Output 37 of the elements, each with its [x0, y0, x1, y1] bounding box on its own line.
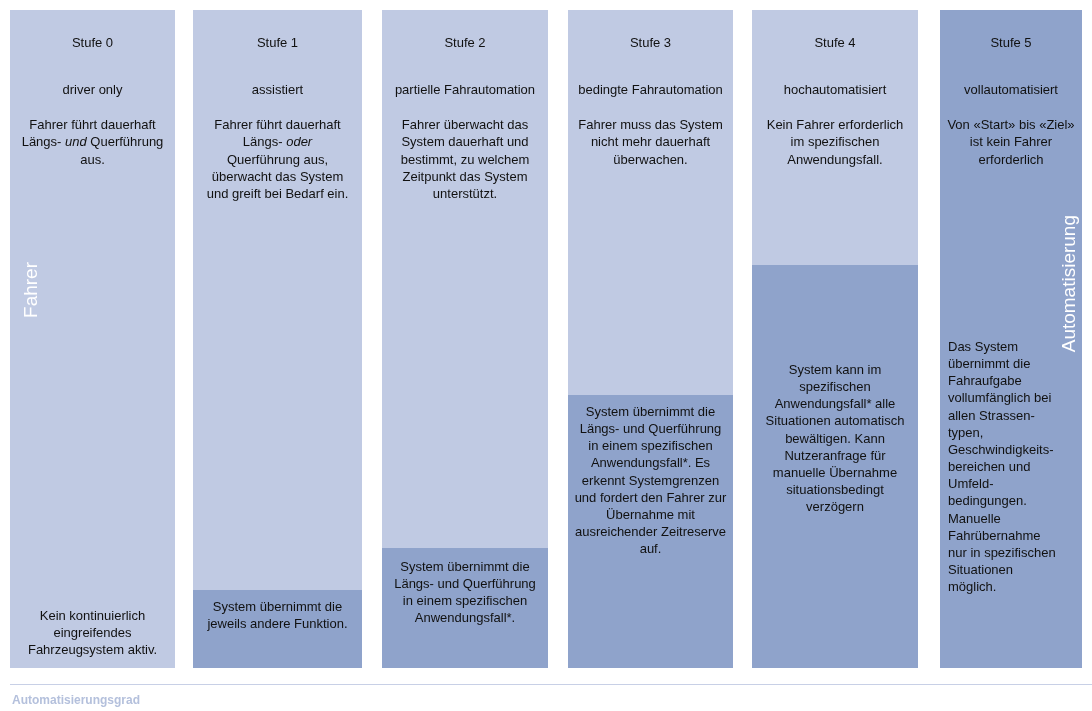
system-share-panel — [193, 590, 362, 668]
level-name: bedingte Fahrautomation — [577, 81, 724, 99]
level-column — [10, 10, 175, 668]
level-name: hochautomatisiert — [782, 81, 888, 99]
system-description: System kann im spezifischen Anwendungsfall* alle Situationen automatisch bewältigen. Kann Nutzeranfrage für manuelle Übernahme situationsbedingt verzögern — [764, 361, 906, 516]
level-description: Von «Start» bis «Ziel» ist kein Fahrer erforderlich — [946, 116, 1076, 168]
system-share-panel — [752, 265, 918, 668]
axis-title: Automatisierungsgrad — [12, 693, 140, 707]
system-description: System übernimmt die jeweils andere Funktion. — [206, 598, 349, 633]
level-description: Fahrer muss das System nicht mehr dauerhaft überwachen. — [577, 116, 724, 168]
system-share-panel — [382, 548, 548, 668]
system-description: Kein kontinuierlich eingreifendes Fahrzeugsystem aktiv. — [26, 606, 159, 658]
level-name: vollautomatisiert — [963, 81, 1059, 99]
level-name: partielle Fahrautomation — [393, 81, 537, 99]
level-description: Fahrer führt dauerhaft Längs- und Querführung aus. — [20, 116, 165, 168]
level-heading: Stufe 3 — [628, 34, 673, 52]
level-name: assistiert — [250, 81, 305, 99]
level-column — [193, 10, 362, 668]
level-heading: Stufe 1 — [255, 34, 300, 52]
level-description: Fahrer überwacht das System dauerhaft und bestimmt, zu welchem Zeitpunkt das System unterstützt. — [399, 116, 531, 203]
level-column — [568, 10, 733, 668]
axis-label: Automatisierung — [1058, 215, 1080, 353]
axis-label: Fahrer — [20, 262, 42, 318]
system-description: System übernimmt die Längs- und Querführung in einem spezifischen Anwendungsfall*. Es erkennt Systemgrenzen und fordert den Fahrer zur Übernahme mit ausreichender Zeitreserve auf. — [574, 403, 727, 558]
system-description: System übernimmt die Längs- und Querführung in einem spezifischen Anwendungsfall*. — [393, 558, 537, 627]
level-column — [382, 10, 548, 668]
level-description: Fahrer führt dauerhaft Längs- oder Querführung aus, überwacht das System und greift bei Bedarf ein. — [205, 116, 350, 203]
level-column — [940, 10, 1082, 668]
level-heading: Stufe 4 — [813, 34, 857, 52]
level-column — [752, 10, 918, 668]
level-heading: Stufe 5 — [989, 34, 1033, 52]
level-description: Kein Fahrer erforderlich im spezifischen Anwendungsfall. — [765, 116, 905, 168]
level-heading: Stufe 0 — [70, 34, 115, 52]
system-description: Das System übernimmt die Fahraufgabe vollumfänglich bei allen Strassen- typen, Geschwindigkeits- bereichen und Umfeld- bedingungen. Manuelle Fahrübernahme nur in spezifischen Situationen möglich. — [948, 338, 1056, 596]
level-name: driver only — [61, 81, 124, 99]
level-heading: Stufe 2 — [443, 34, 487, 52]
system-share-panel — [568, 395, 733, 668]
